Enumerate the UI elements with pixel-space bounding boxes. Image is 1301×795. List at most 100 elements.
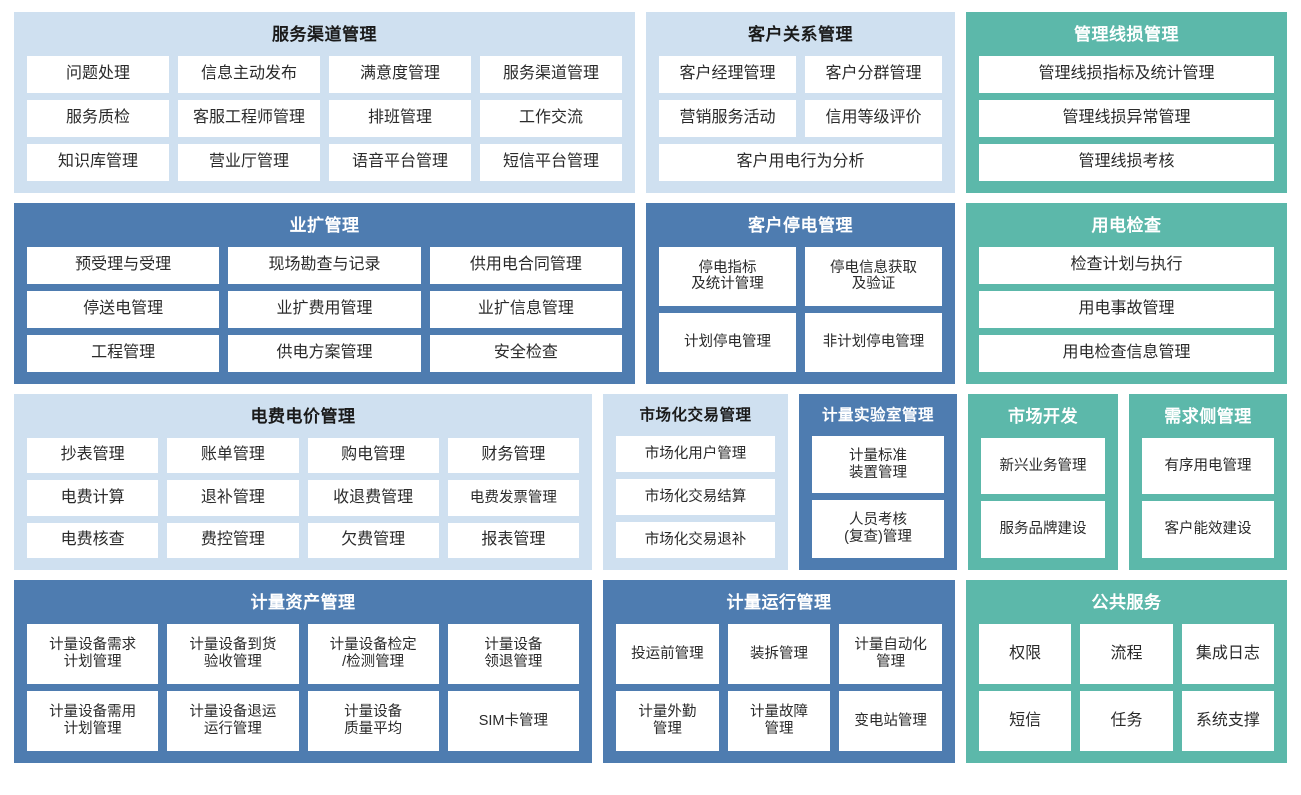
- diagram-row-1: 服务渠道管理 问题处理 信息主动发布 满意度管理 服务渠道管理 服务质检 客服工…: [14, 12, 1287, 193]
- tile-grid: 市场化用户管理 市场化交易结算 市场化交易退补: [616, 435, 775, 558]
- tile-item[interactable]: 电费计算: [27, 480, 159, 516]
- tile-item[interactable]: 报表管理: [447, 522, 579, 558]
- diagram-row-4: 计量资产管理 计量设备需求 计划管理 计量设备到货 验收管理 计量设备检定 /检…: [14, 580, 1287, 763]
- tile-item[interactable]: 电费发票管理: [447, 480, 579, 516]
- tile-item[interactable]: 短信: [979, 690, 1072, 751]
- tile-item[interactable]: 费控管理: [167, 522, 299, 558]
- tile-item[interactable]: 计量设备需求 计划管理: [27, 623, 159, 684]
- tile-grid: 管理线损指标及统计管理 管理线损异常管理 管理线损考核: [979, 55, 1274, 181]
- tile-item[interactable]: 供电方案管理: [228, 334, 421, 372]
- tile-item[interactable]: 客户能效建设: [1142, 501, 1274, 558]
- tile-item[interactable]: 营销服务活动: [659, 99, 796, 137]
- tile-item[interactable]: 退补管理: [167, 480, 299, 516]
- panel-title: 计量实验室管理: [821, 407, 934, 424]
- tile-item[interactable]: 计量故障 管理: [727, 690, 831, 751]
- tile-item[interactable]: 安全检查: [429, 334, 622, 372]
- panel-market-transaction-management: 市场化交易管理 市场化用户管理 市场化交易结算 市场化交易退补: [603, 394, 788, 570]
- panel-metering-asset-management: 计量资产管理 计量设备需求 计划管理 计量设备到货 验收管理 计量设备检定 /检…: [14, 580, 592, 763]
- tile-item[interactable]: 语音平台管理: [329, 143, 471, 181]
- tile-item[interactable]: 停电信息获取 及验证: [805, 246, 942, 306]
- tile-item[interactable]: 权限: [979, 623, 1072, 684]
- tile-item[interactable]: 投运前管理: [616, 623, 719, 684]
- tile-item[interactable]: 集成日志: [1181, 623, 1274, 684]
- tile-item[interactable]: 客服工程师管理: [178, 99, 320, 137]
- tile-item[interactable]: 抄表管理: [27, 437, 159, 474]
- tile-item[interactable]: 信息主动发布: [178, 55, 320, 93]
- tile-item[interactable]: 用电检查信息管理: [979, 334, 1274, 372]
- tile-item[interactable]: 人员考核 (复查)管理: [812, 500, 944, 558]
- tile-grid: 新兴业务管理 服务品牌建设: [981, 437, 1105, 558]
- tile-item[interactable]: 计量标准 装置管理: [812, 435, 944, 494]
- tile-item[interactable]: 购电管理: [307, 437, 439, 474]
- tile-item[interactable]: 营业厅管理: [178, 143, 320, 181]
- panel-public-service: 公共服务 权限 流程 集成日志 短信 任务 系统支撑: [966, 580, 1287, 763]
- tile-item[interactable]: 停电指标 及统计管理: [659, 246, 796, 306]
- tile-grid: 停电指标 及统计管理 停电信息获取 及验证 计划停电管理 非计划停电管理: [659, 246, 942, 372]
- tile-item[interactable]: 新兴业务管理: [981, 437, 1105, 495]
- panel-title: 市场开发: [1008, 407, 1078, 426]
- panel-market-development: 市场开发 新兴业务管理 服务品牌建设: [968, 394, 1118, 570]
- tile-item[interactable]: 供用电合同管理: [429, 246, 622, 284]
- tile-item[interactable]: 排班管理: [329, 99, 471, 137]
- tile-item[interactable]: SIM卡管理: [447, 690, 579, 751]
- tile-item[interactable]: 管理线损异常管理: [979, 99, 1274, 137]
- tile-item[interactable]: 非计划停电管理: [805, 312, 942, 372]
- panel-title: 用电检查: [1091, 216, 1162, 235]
- tile-item[interactable]: 电费核查: [27, 522, 159, 558]
- tile-item[interactable]: 客户用电行为分析: [659, 143, 942, 181]
- tile-item[interactable]: 工程管理: [27, 334, 220, 372]
- tile-item[interactable]: 任务: [1080, 690, 1173, 751]
- tile-item[interactable]: 市场化交易退补: [616, 521, 775, 558]
- tile-item[interactable]: 计量自动化 管理: [839, 623, 942, 684]
- tile-item[interactable]: 计量设备到货 验收管理: [167, 623, 299, 684]
- tile-grid: 问题处理 信息主动发布 满意度管理 服务渠道管理 服务质检 客服工程师管理 排班…: [27, 55, 622, 181]
- tile-item[interactable]: 装拆管理: [727, 623, 831, 684]
- tile-item[interactable]: 管理线损指标及统计管理: [979, 55, 1274, 93]
- tile-item[interactable]: 服务渠道管理: [480, 55, 622, 93]
- panel-title: 计量资产管理: [250, 593, 356, 612]
- tile-item[interactable]: 管理线损考核: [979, 143, 1274, 181]
- tile-item[interactable]: 计量设备退运 运行管理: [167, 690, 299, 751]
- tile-item[interactable]: 短信平台管理: [480, 143, 622, 181]
- tile-item[interactable]: 计量外勤 管理: [616, 690, 719, 751]
- tile-item[interactable]: 变电站管理: [839, 690, 942, 751]
- panel-customer-outage-management: 客户停电管理 停电指标 及统计管理 停电信息获取 及验证 计划停电管理 非计划停…: [646, 203, 955, 384]
- tile-item[interactable]: 财务管理: [447, 437, 579, 474]
- tile-item[interactable]: 现场勘查与记录: [228, 246, 421, 284]
- tile-item[interactable]: 市场化交易结算: [616, 478, 775, 515]
- tile-item[interactable]: 计量设备检定 /检测管理: [307, 623, 439, 684]
- tile-item[interactable]: 计划停电管理: [659, 312, 796, 372]
- tile-item[interactable]: 市场化用户管理: [616, 435, 775, 472]
- diagram-row-2: 业扩管理 预受理与受理 现场勘查与记录 供用电合同管理 停送电管理 业扩费用管理…: [14, 203, 1287, 384]
- tile-item[interactable]: 收退费管理: [307, 480, 439, 516]
- tile-item[interactable]: 服务品牌建设: [981, 501, 1105, 558]
- tile-item[interactable]: 账单管理: [167, 437, 299, 474]
- tile-item[interactable]: 业扩信息管理: [429, 290, 622, 328]
- tile-item[interactable]: 问题处理: [27, 55, 169, 93]
- tile-grid: 投运前管理 装拆管理 计量自动化 管理 计量外勤 管理 计量故障 管理 变电站管…: [616, 623, 942, 751]
- tile-item[interactable]: 信用等级评价: [805, 99, 942, 137]
- tile-item[interactable]: 流程: [1080, 623, 1173, 684]
- tile-item[interactable]: 预受理与受理: [27, 246, 220, 284]
- tile-item[interactable]: 计量设备 质量平均: [307, 690, 439, 751]
- tile-item[interactable]: 客户经理管理: [659, 55, 796, 93]
- tile-item[interactable]: 用电事故管理: [979, 290, 1274, 328]
- tile-item[interactable]: 服务质检: [27, 99, 169, 137]
- tile-item[interactable]: 工作交流: [480, 99, 622, 137]
- tile-item[interactable]: 知识库管理: [27, 143, 169, 181]
- tile-item[interactable]: 客户分群管理: [805, 55, 942, 93]
- tile-item[interactable]: 计量设备 领退管理: [447, 623, 579, 684]
- panel-title: 客户停电管理: [748, 216, 853, 235]
- tile-item[interactable]: 欠费管理: [307, 522, 439, 558]
- panel-title: 业扩管理: [289, 216, 360, 235]
- tile-item[interactable]: 检查计划与执行: [979, 246, 1274, 284]
- panel-title: 服务渠道管理: [272, 25, 377, 44]
- tile-item[interactable]: 系统支撑: [1181, 690, 1274, 751]
- diagram-row-3: 电费电价管理 抄表管理 账单管理 购电管理 财务管理 电费计算 退补管理 收退费…: [14, 394, 1287, 570]
- tile-item[interactable]: 满意度管理: [329, 55, 471, 93]
- tile-item[interactable]: 业扩费用管理: [228, 290, 421, 328]
- tile-item[interactable]: 停送电管理: [27, 290, 220, 328]
- tile-item[interactable]: 有序用电管理: [1142, 437, 1274, 495]
- tile-item[interactable]: 计量设备需用 计划管理: [27, 690, 159, 751]
